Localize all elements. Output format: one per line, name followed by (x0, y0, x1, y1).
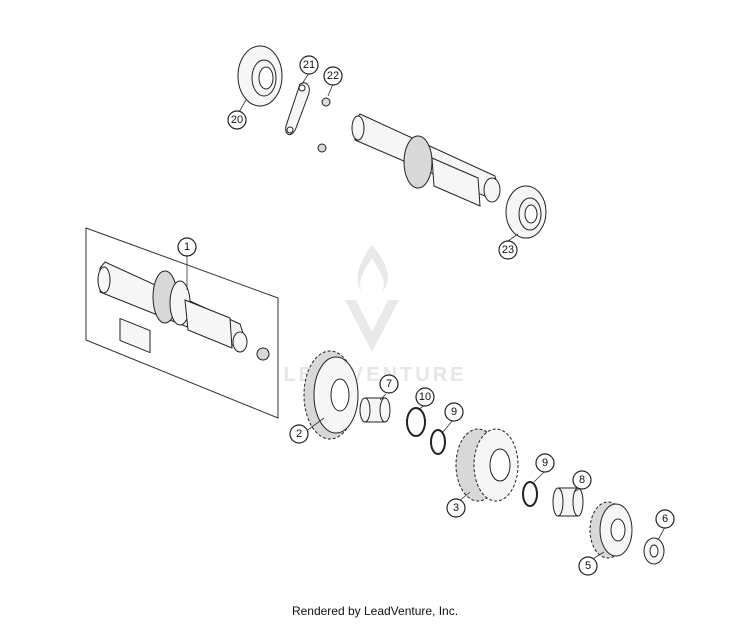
callout-23: 23 (498, 240, 518, 260)
callout-9-lower: 9 (535, 453, 555, 473)
render-credit: Rendered by LeadVenture, Inc. (291, 604, 459, 618)
svg-text:2: 2 (296, 428, 302, 440)
callout-8: 8 (572, 470, 592, 490)
bearing-20 (237, 45, 283, 107)
callout-10: 10 (415, 387, 435, 407)
needle-bearing-7 (359, 397, 391, 423)
callout-5: 5 (578, 556, 598, 576)
svg-text:6: 6 (662, 513, 668, 525)
bearing-23 (505, 185, 547, 239)
svg-text:21: 21 (303, 59, 315, 71)
watermark-logo (345, 245, 399, 352)
svg-text:23: 23 (502, 244, 514, 256)
svg-text:20: 20 (231, 114, 243, 126)
washer-10 (406, 407, 426, 437)
svg-text:22: 22 (327, 70, 339, 82)
gear-2 (303, 350, 359, 440)
svg-text:5: 5 (585, 560, 591, 572)
callout-3: 3 (446, 498, 466, 518)
bushing-8 (552, 487, 584, 517)
main-shaft (97, 261, 270, 361)
svg-text:9: 9 (451, 406, 457, 418)
main-shaft-box (85, 227, 279, 419)
svg-text:7: 7 (386, 378, 392, 390)
callout-1: 1 (177, 237, 197, 257)
screws-22 (317, 97, 331, 153)
washer-6 (643, 537, 665, 565)
callout-7: 7 (379, 374, 399, 394)
retainer-plate-21 (285, 82, 310, 135)
gear-3 (455, 428, 519, 502)
svg-text:9: 9 (542, 457, 548, 469)
svg-text:10: 10 (419, 391, 431, 403)
gear-5 (589, 501, 633, 559)
callout-22: 22 (323, 66, 343, 86)
svg-text:8: 8 (579, 474, 585, 486)
callout-2: 2 (289, 424, 309, 444)
svg-text:3: 3 (453, 502, 459, 514)
svg-text:1: 1 (184, 241, 190, 253)
countershaft (351, 113, 501, 207)
circlip-9b (522, 481, 538, 507)
callout-9-upper: 9 (444, 402, 464, 422)
callout-21: 21 (299, 55, 319, 75)
callout-6: 6 (655, 509, 675, 529)
callout-20: 20 (227, 110, 247, 130)
circlip-9a (430, 429, 446, 455)
